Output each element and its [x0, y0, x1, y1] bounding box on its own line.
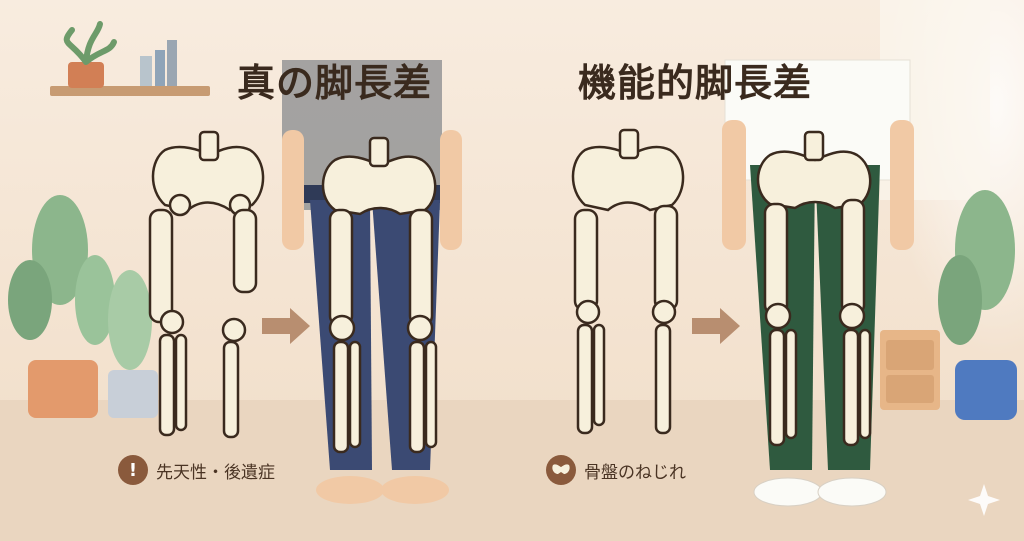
arrow-right — [692, 308, 740, 344]
person-right — [722, 59, 914, 507]
title-true-leg-length-difference: 真の脚長差 — [237, 61, 433, 105]
left-potted-plant — [8, 195, 158, 418]
cause-text-left: 先天性・後遺症 — [156, 462, 275, 483]
title-functional-leg-length-difference: 機能的脚長差 — [578, 61, 813, 105]
wall-shelf — [50, 21, 210, 96]
skeleton-right — [571, 128, 685, 435]
person-left — [282, 60, 462, 504]
cause-label-left: ! 先天性・後遺症 — [118, 455, 275, 485]
sparkle-icon — [968, 484, 1000, 516]
exclamation-icon: ! — [118, 455, 148, 485]
right-decor — [880, 190, 1017, 420]
cause-label-right: 骨盤のねじれ — [546, 455, 686, 485]
skeleton-left — [148, 130, 265, 439]
pelvis-icon — [546, 455, 576, 485]
cause-text-right: 骨盤のねじれ — [584, 462, 686, 483]
arrow-left — [262, 308, 310, 344]
